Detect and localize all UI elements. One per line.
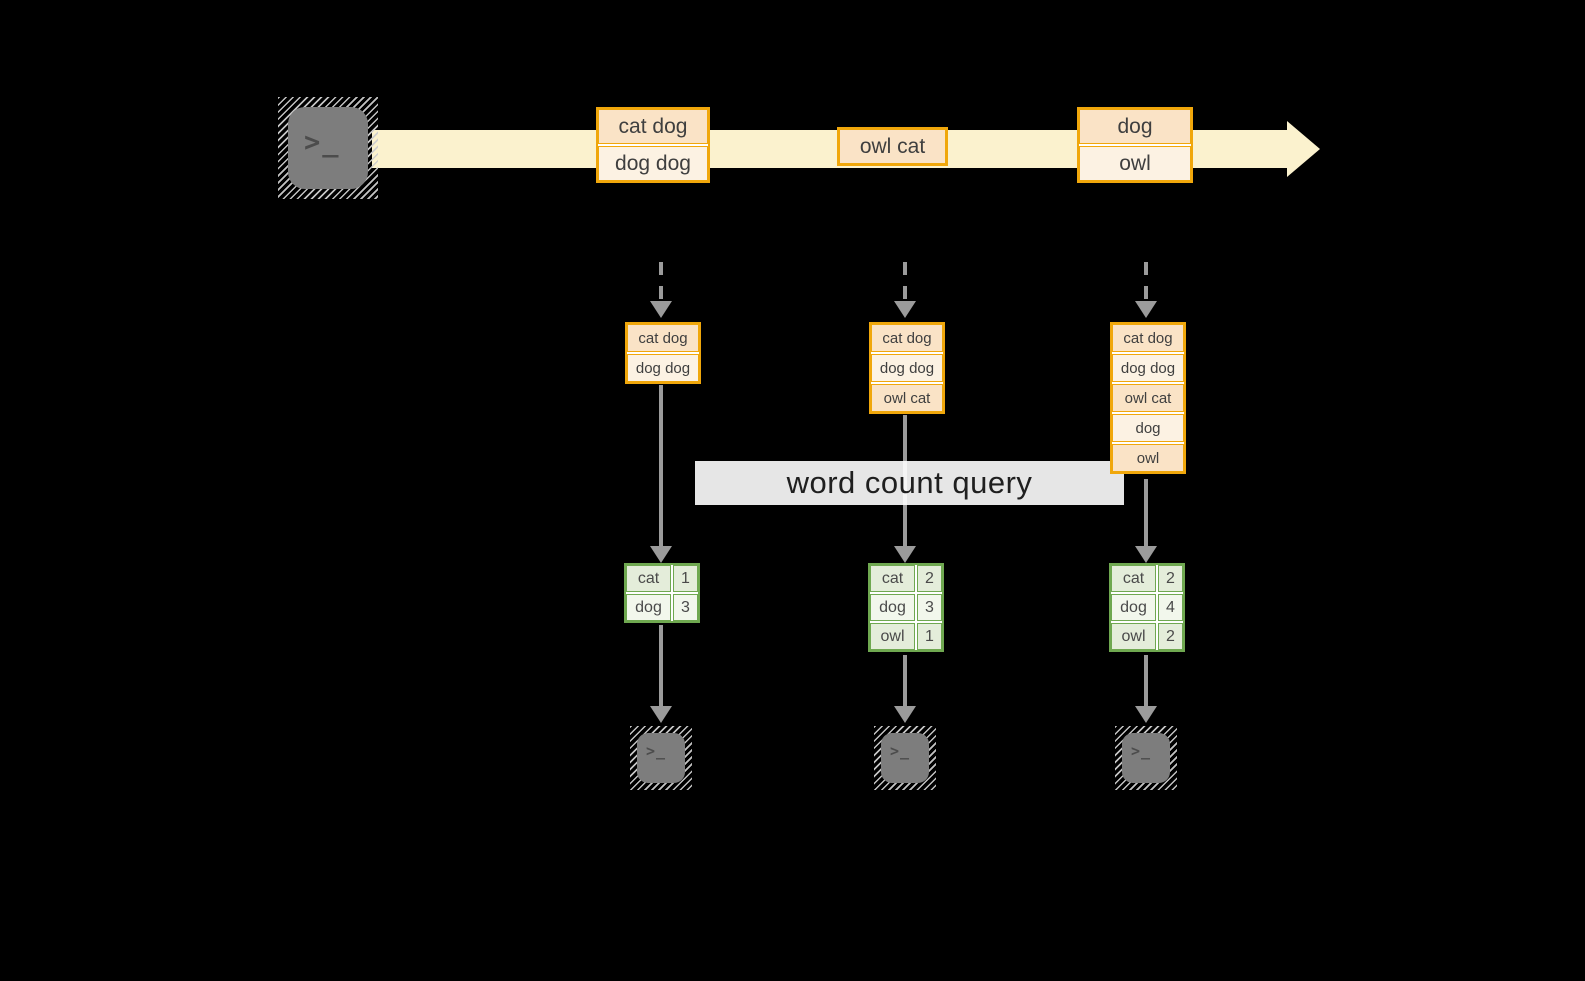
buffered-records-3: cat dog dog dog owl cat dog owl: [1110, 322, 1186, 474]
source-terminal-icon: >_: [278, 97, 378, 199]
stream-record-3: dog owl: [1077, 107, 1193, 183]
count-cell: 4: [1158, 594, 1183, 621]
query-arrow-3: [1144, 479, 1148, 546]
stream-arrowhead-icon: [1287, 121, 1320, 177]
output-arrowhead-3-icon: [1135, 706, 1157, 723]
count-cell: 3: [673, 594, 698, 621]
record-line: owl cat: [839, 129, 946, 164]
query-arrowhead-1-icon: [650, 546, 672, 563]
count-table-1: cat 1 dog 3: [624, 563, 700, 623]
terminal-screen: >_: [637, 733, 685, 783]
output-terminal-3-icon: >_: [1115, 726, 1177, 790]
count-cell: 2: [1158, 623, 1183, 650]
count-table-2: cat 2 dog 3 owl 1: [868, 563, 944, 652]
terminal-screen: >_: [881, 733, 929, 783]
query-arrow-1: [659, 385, 663, 546]
buffer-line: cat dog: [871, 324, 943, 352]
word-cell: owl: [870, 623, 915, 650]
buffer-line: cat dog: [1112, 324, 1184, 352]
output-arrowhead-1-icon: [650, 706, 672, 723]
count-cell: 1: [917, 623, 942, 650]
ingest-arrow-1: [659, 262, 663, 303]
word-cell: cat: [1111, 565, 1156, 592]
word-cell: dog: [1111, 594, 1156, 621]
count-cell: 2: [917, 565, 942, 592]
record-line: owl: [1079, 146, 1191, 181]
output-terminal-1-icon: >_: [630, 726, 692, 790]
buffered-records-2: cat dog dog dog owl cat: [869, 322, 945, 414]
buffer-line: owl cat: [1112, 384, 1184, 412]
ingest-arrow-3: [1144, 262, 1148, 303]
count-table-3: cat 2 dog 4 owl 2: [1109, 563, 1185, 652]
buffer-line: dog dog: [871, 354, 943, 382]
word-cell: cat: [626, 565, 671, 592]
stream-record-1: cat dog dog dog: [596, 107, 710, 183]
prompt-glyph: >_: [304, 127, 341, 158]
ingest-arrowhead-2-icon: [894, 301, 916, 318]
output-terminal-2-icon: >_: [874, 726, 936, 790]
count-cell: 1: [673, 565, 698, 592]
query-label: word count query: [695, 461, 1124, 505]
terminal-screen: >_: [1122, 733, 1170, 783]
output-arrow-2: [903, 655, 907, 706]
buffer-line: dog dog: [1112, 354, 1184, 382]
word-cell: cat: [870, 565, 915, 592]
record-line: dog: [1079, 109, 1191, 144]
output-arrow-3: [1144, 655, 1148, 706]
buffer-line: dog: [1112, 414, 1184, 442]
word-cell: owl: [1111, 623, 1156, 650]
prompt-glyph: >_: [646, 742, 667, 760]
word-cell: dog: [870, 594, 915, 621]
count-cell: 3: [917, 594, 942, 621]
query-arrowhead-3-icon: [1135, 546, 1157, 563]
word-cell: dog: [626, 594, 671, 621]
buffer-line: owl: [1112, 444, 1184, 472]
buffer-line: owl cat: [871, 384, 943, 412]
count-cell: 2: [1158, 565, 1183, 592]
output-arrowhead-2-icon: [894, 706, 916, 723]
buffer-line: dog dog: [627, 354, 699, 382]
query-arrowhead-2-icon: [894, 546, 916, 563]
ingest-arrowhead-3-icon: [1135, 301, 1157, 318]
prompt-glyph: >_: [1131, 742, 1152, 760]
ingest-arrow-2: [903, 262, 907, 303]
prompt-glyph: >_: [890, 742, 911, 760]
terminal-screen: >_: [288, 107, 368, 189]
buffered-records-1: cat dog dog dog: [625, 322, 701, 384]
ingest-arrowhead-1-icon: [650, 301, 672, 318]
stream-record-2: owl cat: [837, 127, 948, 166]
buffer-line: cat dog: [627, 324, 699, 352]
record-line: dog dog: [598, 146, 708, 181]
record-line: cat dog: [598, 109, 708, 144]
output-arrow-1: [659, 625, 663, 706]
